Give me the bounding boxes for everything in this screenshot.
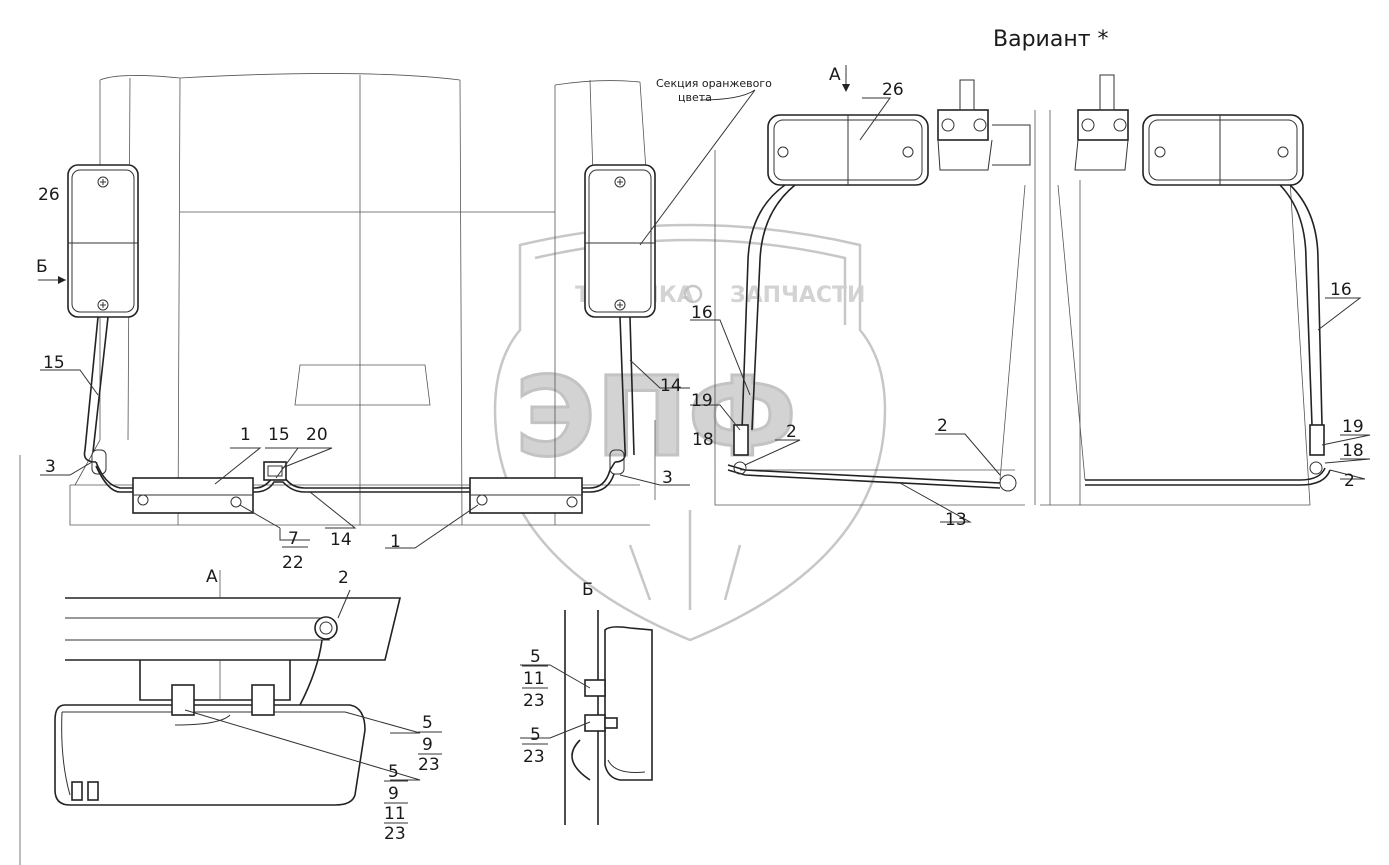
callout-19-left: 19	[691, 391, 713, 411]
callout-1-left: 1	[240, 425, 251, 445]
callout-15-left: 15	[43, 353, 65, 373]
callout-16-right: 16	[1330, 280, 1352, 300]
detail-b	[564, 610, 653, 825]
stack-b2-0: 5	[530, 725, 541, 745]
callout-20: 20	[306, 425, 328, 445]
stack-a1-2: 23	[418, 755, 440, 775]
callout-1-bottom: 1	[390, 532, 401, 552]
labels: Вариант * Секция оранжевого цвета А Б А …	[36, 27, 1364, 844]
section-orange-line1: Секция оранжевого	[656, 77, 772, 90]
stack-a2-2: 11	[384, 804, 406, 824]
view-b-arrow	[38, 276, 66, 284]
stack-a2-1: 9	[388, 784, 399, 804]
stack-a2-3: 23	[384, 824, 406, 844]
callout-26-left: 26	[38, 185, 60, 205]
watermark-shield: ТЕХНИКА ЗАПЧАСТИ ЭПФ	[493, 223, 887, 642]
leader-lines	[40, 89, 1371, 781]
callout-22: 22	[282, 553, 304, 573]
callout-3-right: 3	[662, 468, 673, 488]
callout-16-left: 16	[691, 303, 713, 323]
callout-18-right: 18	[1342, 441, 1364, 461]
variant-view	[714, 65, 1331, 506]
callout-13: 13	[945, 510, 967, 530]
callout-2-a: 2	[786, 422, 797, 442]
callout-19-right: 19	[1342, 417, 1364, 437]
stack-a1-1: 9	[422, 735, 433, 755]
stack-a1-0: 5	[422, 713, 433, 733]
section-orange-line2: цвета	[678, 91, 712, 104]
detail-a-title: А	[206, 567, 218, 587]
stack-b1-0: 5	[530, 647, 541, 667]
callout-2-right: 2	[1344, 471, 1355, 491]
stack-a2-0: 5	[388, 762, 399, 782]
callout-14-right: 14	[660, 376, 682, 396]
callout-3-left: 3	[45, 457, 56, 477]
watermark-monogram: ЭПФ	[515, 353, 797, 481]
watermark-right-text: ЗАПЧАСТИ	[730, 283, 865, 308]
stack-b1-2: 23	[523, 691, 545, 711]
stack-b1-1: 11	[523, 669, 545, 689]
bracket-left	[132, 477, 254, 514]
callout-18-left: 18	[692, 430, 714, 450]
view-a-marker: А	[829, 65, 841, 85]
lamp-left	[67, 164, 139, 463]
detail-a	[19, 455, 402, 865]
bracket-right	[469, 477, 583, 514]
wire-harness	[91, 449, 625, 493]
callout-14-bottom: 14	[330, 530, 352, 550]
variant-title: Вариант *	[993, 27, 1109, 52]
view-b-marker: Б	[36, 257, 48, 277]
stack-b2-1: 23	[523, 747, 545, 767]
callout-7: 7	[288, 529, 299, 549]
detail-b-title: Б	[582, 580, 594, 600]
callout-2-b: 2	[937, 416, 948, 436]
callout-2-detail-a: 2	[338, 568, 349, 588]
callout-15-mid: 15	[268, 425, 290, 445]
callout-26-right: 26	[882, 80, 904, 100]
